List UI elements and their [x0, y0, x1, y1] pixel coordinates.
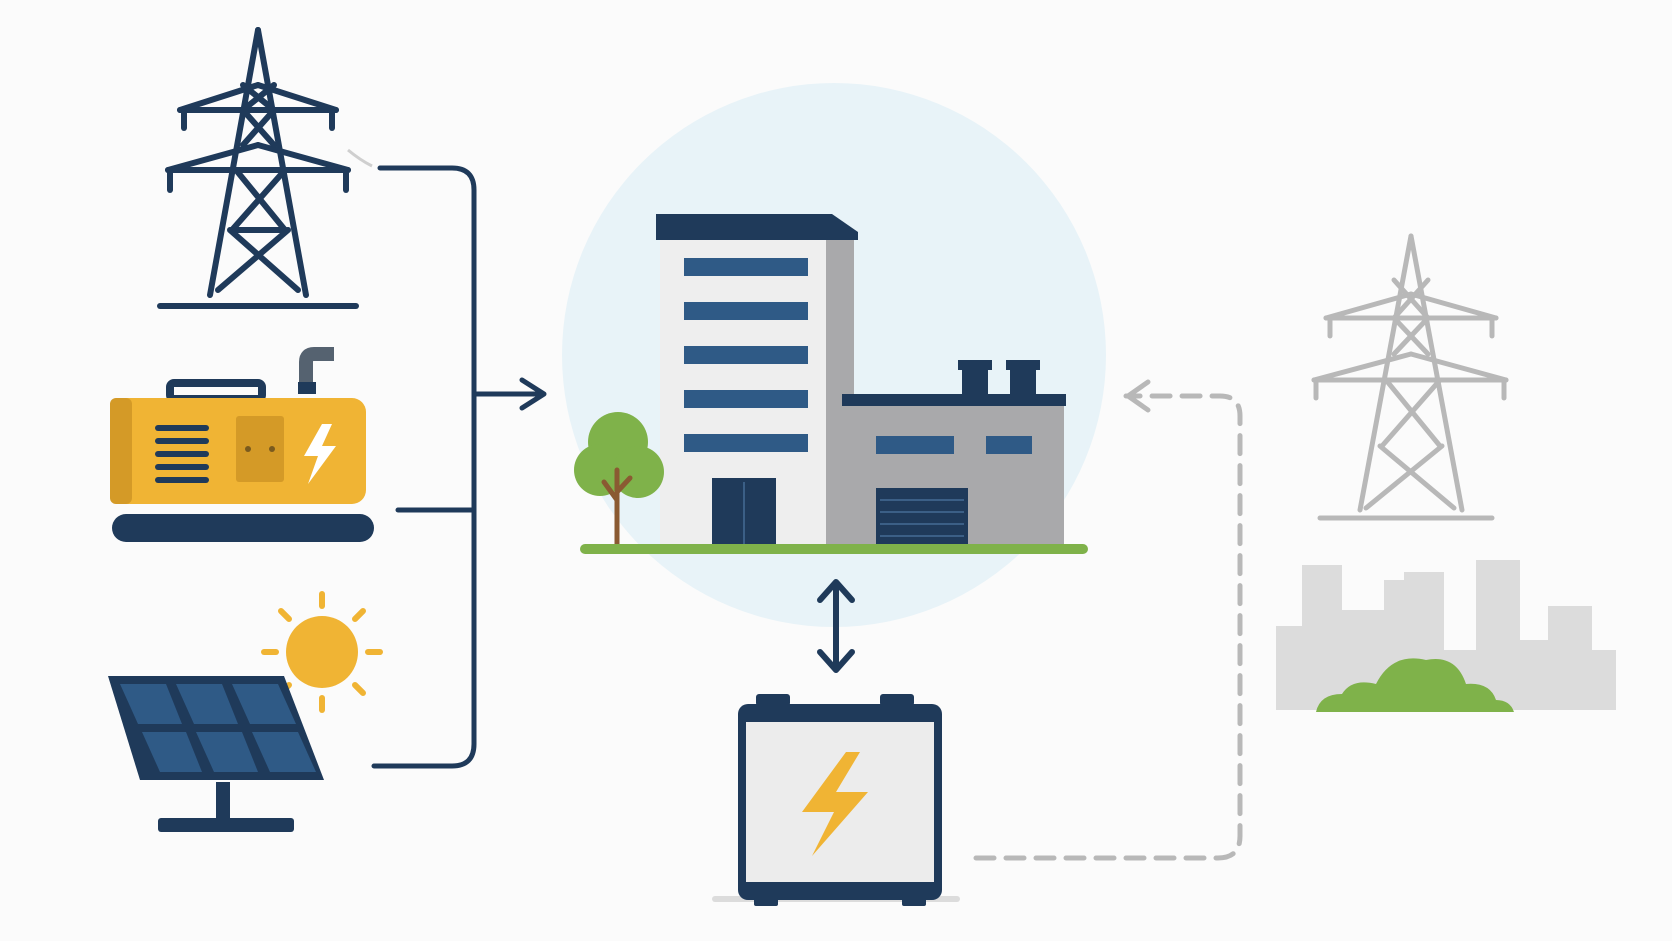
- distant-tower-icon: [1311, 233, 1509, 521]
- grid-tower-icon: [157, 27, 359, 309]
- bushes-icon: [1316, 658, 1514, 712]
- dashed-grid-link: [973, 393, 1243, 861]
- facility-icon: [574, 214, 1088, 554]
- dashed-link-arrowhead: [1125, 379, 1151, 413]
- city-skyline-icon: [1276, 560, 1616, 712]
- solar-panel-icon: [108, 676, 324, 832]
- generator-icon: [110, 347, 374, 542]
- generator-bolt-icon: [304, 424, 336, 484]
- bidirectional-arrow: [817, 579, 855, 673]
- source-bus-lines: [371, 165, 543, 769]
- battery-storage-icon: [712, 694, 960, 906]
- facility-input-arrowhead: [519, 377, 547, 411]
- grid-wire: [347, 148, 373, 168]
- battery-bolt-icon: [802, 752, 868, 856]
- tree-icon: [574, 412, 664, 551]
